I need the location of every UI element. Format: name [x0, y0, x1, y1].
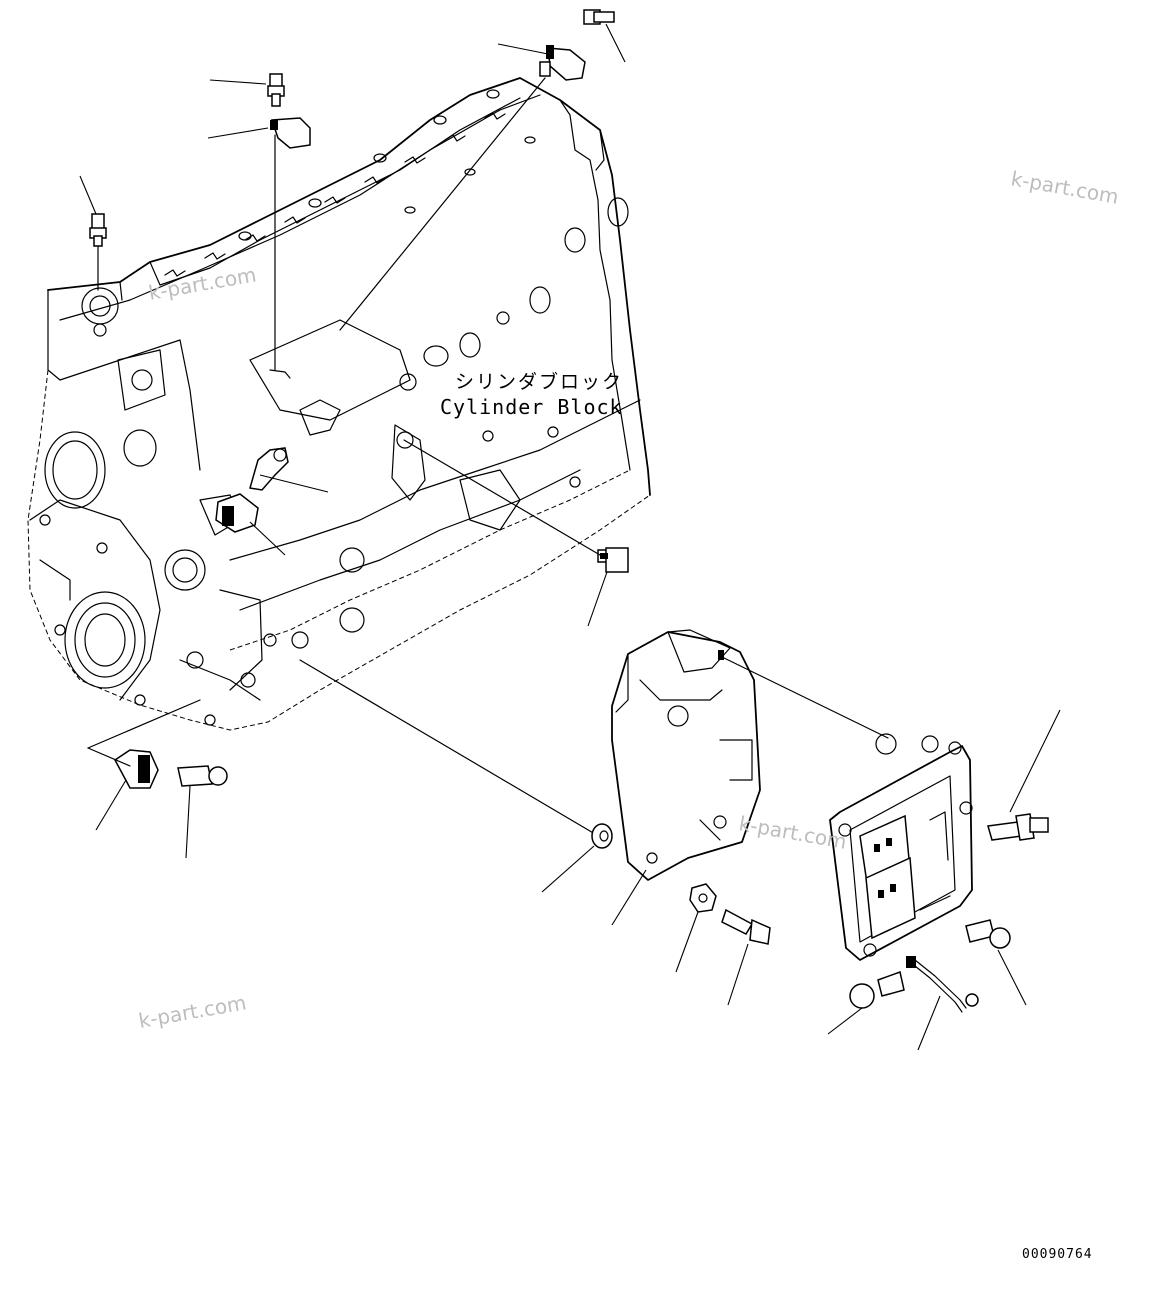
bracket-nut[interactable] — [675, 883, 717, 973]
watermark: k-part.com — [1009, 166, 1120, 209]
ecu-bolt-bottom[interactable] — [827, 971, 905, 1035]
coolant-temperature-sensor[interactable] — [79, 175, 107, 291]
ecu-bolt-lower[interactable] — [965, 919, 1027, 1006]
oil-pressure-sensor[interactable] — [403, 439, 629, 627]
engine-controller-ecu[interactable] — [829, 733, 973, 961]
ecu-mounting-bracket[interactable] — [611, 629, 761, 926]
pressure-sensor-bolt[interactable] — [209, 73, 285, 107]
ground-wire[interactable] — [906, 956, 979, 1051]
speed-sensor-bolt[interactable] — [177, 765, 228, 859]
block-label-en: Cylinder Block — [440, 395, 623, 419]
speed-sensor[interactable] — [87, 699, 201, 831]
cam-position-sensor[interactable] — [339, 43, 586, 331]
watermark: k-part.com — [137, 990, 248, 1033]
cam-sensor-bolt[interactable] — [583, 9, 626, 63]
drawing-code: 00090764 — [1022, 1247, 1093, 1262]
crank-position-sensor[interactable] — [215, 447, 329, 556]
ecu-bolt-upper[interactable] — [987, 709, 1061, 841]
cylinder-block — [27, 77, 651, 731]
bracket-bolt[interactable] — [721, 908, 771, 1006]
block-label-jp: シリンダブロック — [455, 370, 623, 393]
bracket-washer[interactable] — [541, 823, 613, 893]
pressure-sensor-bracket[interactable] — [207, 117, 311, 371]
